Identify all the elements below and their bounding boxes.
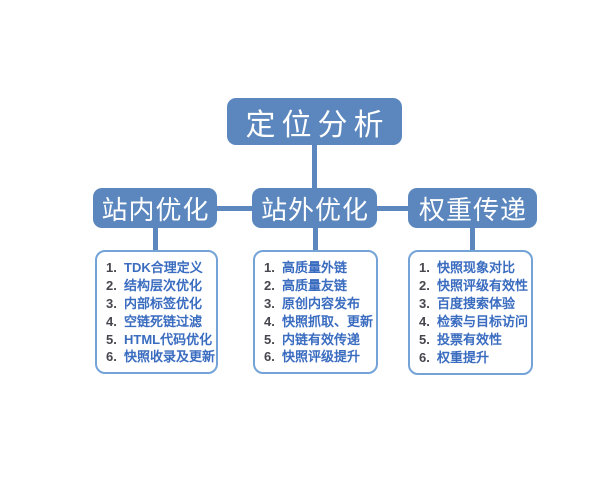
list-item-number: 3. [106, 295, 117, 311]
connector-branch3-to-list [470, 227, 475, 251]
list-item-number: 1. [264, 260, 275, 275]
list-item-number: 2. [264, 277, 275, 293]
list-item-number: 5. [264, 331, 275, 347]
list-item: 6. 权重提升 [419, 349, 525, 367]
list-item: 4. 检索与目标访问 [419, 313, 529, 331]
list-item-text: 结构层次优化 [124, 277, 203, 293]
list-item-number: 4. [106, 313, 117, 329]
list-item: 1. TDK合理定义 [106, 259, 210, 277]
list-item: 2. 结构层次优化 [106, 277, 210, 295]
list-item-number: 5. [419, 332, 430, 348]
list-item: 5. 内链有效传递 [264, 331, 370, 349]
list-item-text: 快照收录及更新 [124, 349, 216, 365]
list-item-text: 权重提升 [437, 350, 490, 366]
list-item-number: 4. [264, 313, 275, 329]
list-item: 6. 快照评级提升 [264, 348, 370, 366]
list-item-text: 快照评级提升 [282, 349, 361, 365]
list-item: 5. HTML代码优化 [106, 331, 213, 349]
list-item: 3. 百度搜索体验 [419, 295, 525, 313]
list-item: 4. 空链死链过滤 [106, 313, 210, 331]
list-item-text: 空链死链过滤 [124, 313, 203, 329]
connector-root-to-branch [312, 145, 317, 188]
list-item-number: 6. [106, 349, 117, 365]
list-item-number: 3. [264, 295, 275, 311]
list-item-number: 5. [106, 331, 117, 347]
list-item-number: 1. [106, 260, 117, 275]
list-item: 1. 快照现象对比 [419, 259, 525, 277]
list-box-onsite-optimization: 1. TDK合理定义 2. 结构层次优化 3. 内部标签优化 4. 空链死链过滤… [95, 250, 218, 374]
list-item: 2. 快照评级有效性 [419, 277, 529, 295]
list-item-text: 原创内容发布 [282, 295, 361, 311]
list-item-text: TDK合理定义 [124, 260, 203, 275]
list-item-text: 快照抓取、更新 [282, 313, 374, 329]
list-item-number: 6. [264, 349, 275, 365]
branch-node-weight-transfer: 权重传递 [408, 188, 537, 228]
list-item: 6. 快照收录及更新 [106, 348, 215, 366]
branch-node-offsite-optimization: 站外优化 [252, 188, 377, 228]
root-node-positioning-analysis: 定位分析 [227, 98, 402, 145]
list-item: 4. 快照抓取、更新 [264, 313, 374, 331]
list-item-number: 4. [419, 314, 430, 330]
list-item-text: 高质量外链 [282, 260, 348, 275]
list-item-number: 2. [419, 278, 430, 294]
list-item-text: 投票有效性 [437, 332, 503, 348]
list-item: 3. 原创内容发布 [264, 295, 370, 313]
list-item: 3. 内部标签优化 [106, 295, 210, 313]
list-item: 2. 高质量友链 [264, 277, 370, 295]
connector-branch1-branch2 [215, 206, 254, 211]
list-item-number: 6. [419, 350, 430, 366]
list-item-number: 2. [106, 277, 117, 293]
connector-branch2-branch3 [375, 206, 410, 211]
list-box-weight-transfer: 1. 快照现象对比 2. 快照评级有效性 3. 百度搜索体验 4. 检索与目标访… [408, 250, 533, 375]
branch-node-onsite-optimization: 站内优化 [93, 188, 217, 228]
list-item-text: HTML代码优化 [124, 331, 213, 347]
list-item-text: 快照评级有效性 [437, 278, 529, 294]
list-item-text: 百度搜索体验 [437, 296, 516, 312]
list-item-text: 内部标签优化 [124, 295, 203, 311]
list-item-text: 内链有效传递 [282, 331, 361, 347]
list-item: 1. 高质量外链 [264, 259, 370, 277]
list-box-offsite-optimization: 1. 高质量外链 2. 高质量友链 3. 原创内容发布 4. 快照抓取、更新 5… [253, 250, 378, 374]
connector-branch1-to-list [153, 227, 158, 251]
connector-branch2-to-list [313, 227, 318, 251]
list-item-text: 高质量友链 [282, 277, 348, 293]
list-item-text: 快照现象对比 [437, 260, 516, 275]
list-item-text: 检索与目标访问 [437, 314, 529, 330]
list-item-number: 3. [419, 296, 430, 312]
list-item-number: 1. [419, 260, 430, 275]
list-item: 5. 投票有效性 [419, 331, 525, 349]
